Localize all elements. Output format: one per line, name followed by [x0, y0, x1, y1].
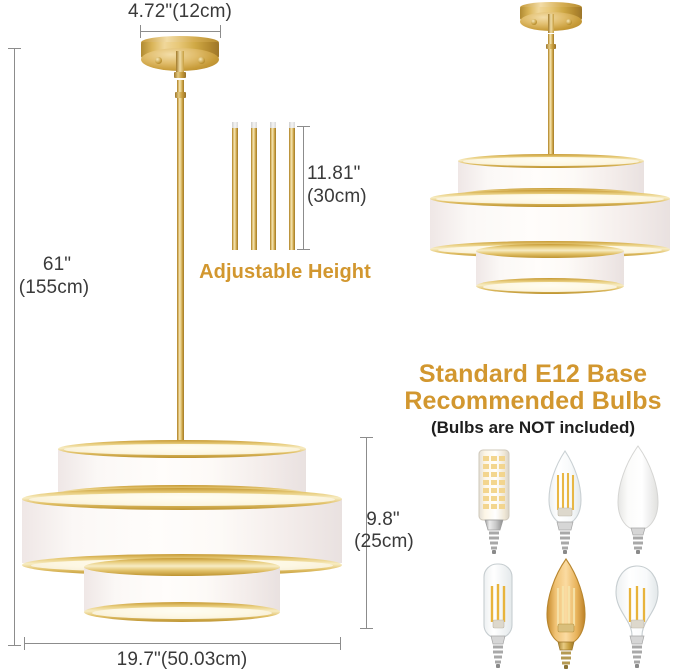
extension-rod-2: [251, 128, 257, 250]
bulb-frosted-candle: [608, 444, 668, 556]
canopy-width-label: 4.72"(12cm): [128, 1, 232, 22]
bulb-corn-led: [466, 448, 522, 556]
total-height-tick-bottom: [8, 645, 21, 646]
shade-height-label-cm: (25cm): [354, 531, 414, 552]
rod-length-label-in: 11.81": [307, 163, 361, 184]
secondary-tier-middle-inner: [436, 194, 664, 204]
bulb-heading-line2: Recommended Bulbs: [404, 387, 662, 415]
extension-rod-tip-1: [232, 122, 238, 130]
secondary-down-rod: [548, 34, 554, 164]
rod-length-dimline: [303, 126, 304, 250]
shade-width-label: 19.7"(50.03cm): [116, 649, 248, 670]
tier-middle-inner: [29, 493, 335, 506]
extension-rod-tip-3: [270, 122, 276, 130]
bulb-note: (Bulbs are NOT included): [430, 418, 636, 437]
secondary-shade: [430, 154, 670, 299]
secondary-tier-middle-body: [430, 199, 670, 249]
rod-length-tick-bottom: [297, 249, 310, 250]
secondary-tier-top-inner: [463, 157, 639, 166]
main-shade: [22, 440, 342, 630]
canopy-stem-boss: [176, 51, 184, 74]
tier-bottom-diffuser: [92, 607, 272, 619]
canopy-width-tick-right: [220, 25, 221, 38]
bulb-tubular-filament: [470, 560, 526, 670]
secondary-fixture: [420, 2, 670, 332]
shade-width-dimline: [24, 643, 340, 644]
extension-rod-4: [289, 128, 295, 250]
secondary-tier-bottom-rim-upper: [476, 244, 624, 258]
shade-height-label-in: 9.8": [366, 509, 400, 530]
shade-tier-bottom: [84, 558, 280, 628]
bulb-amber-candle-filament: [535, 556, 597, 670]
secondary-rod-collar: [546, 44, 556, 49]
extension-rod-3: [270, 128, 276, 250]
total-height-label-in: 61": [42, 254, 72, 275]
bulb-clear-filament-candle: [537, 448, 593, 556]
extension-rod-tip-2: [251, 122, 257, 130]
main-down-rod: [177, 80, 184, 450]
secondary-canopy-screw-right: [566, 19, 572, 25]
main-canopy: [141, 36, 219, 81]
canopy-collar: [174, 72, 186, 78]
total-height-label-cm: (155cm): [18, 277, 90, 298]
rod-length-label-cm: (30cm): [307, 186, 367, 207]
bulb-globe-filament: [608, 562, 666, 670]
secondary-canopy: [520, 2, 582, 38]
extension-rods-group: [232, 122, 300, 250]
secondary-canopy-boss: [548, 14, 554, 33]
total-height-dimline: [14, 48, 15, 646]
secondary-canopy-screw-left: [531, 19, 537, 25]
tier-top-inner: [64, 444, 300, 455]
bulb-heading-line1: Standard E12 Base: [418, 360, 648, 388]
extension-rod-1: [232, 128, 238, 250]
canopy-screw-left: [155, 57, 162, 64]
shade-height-dimline: [366, 437, 367, 629]
extension-rod-tip-4: [289, 122, 295, 130]
canopy-screw-right: [198, 57, 205, 64]
shade-width-tick-right: [340, 637, 341, 650]
adjustable-height-label: Adjustable Height: [199, 261, 371, 283]
secondary-tier-bottom: [476, 244, 624, 299]
canopy-width-tick-left: [140, 25, 141, 38]
secondary-tier-bottom-diffuser: [483, 282, 617, 292]
canopy-width-dimline: [140, 31, 220, 32]
main-rod-collar: [175, 92, 186, 98]
tier-bottom-rim-upper: [84, 558, 280, 576]
shade-height-tick-bottom: [360, 628, 373, 629]
